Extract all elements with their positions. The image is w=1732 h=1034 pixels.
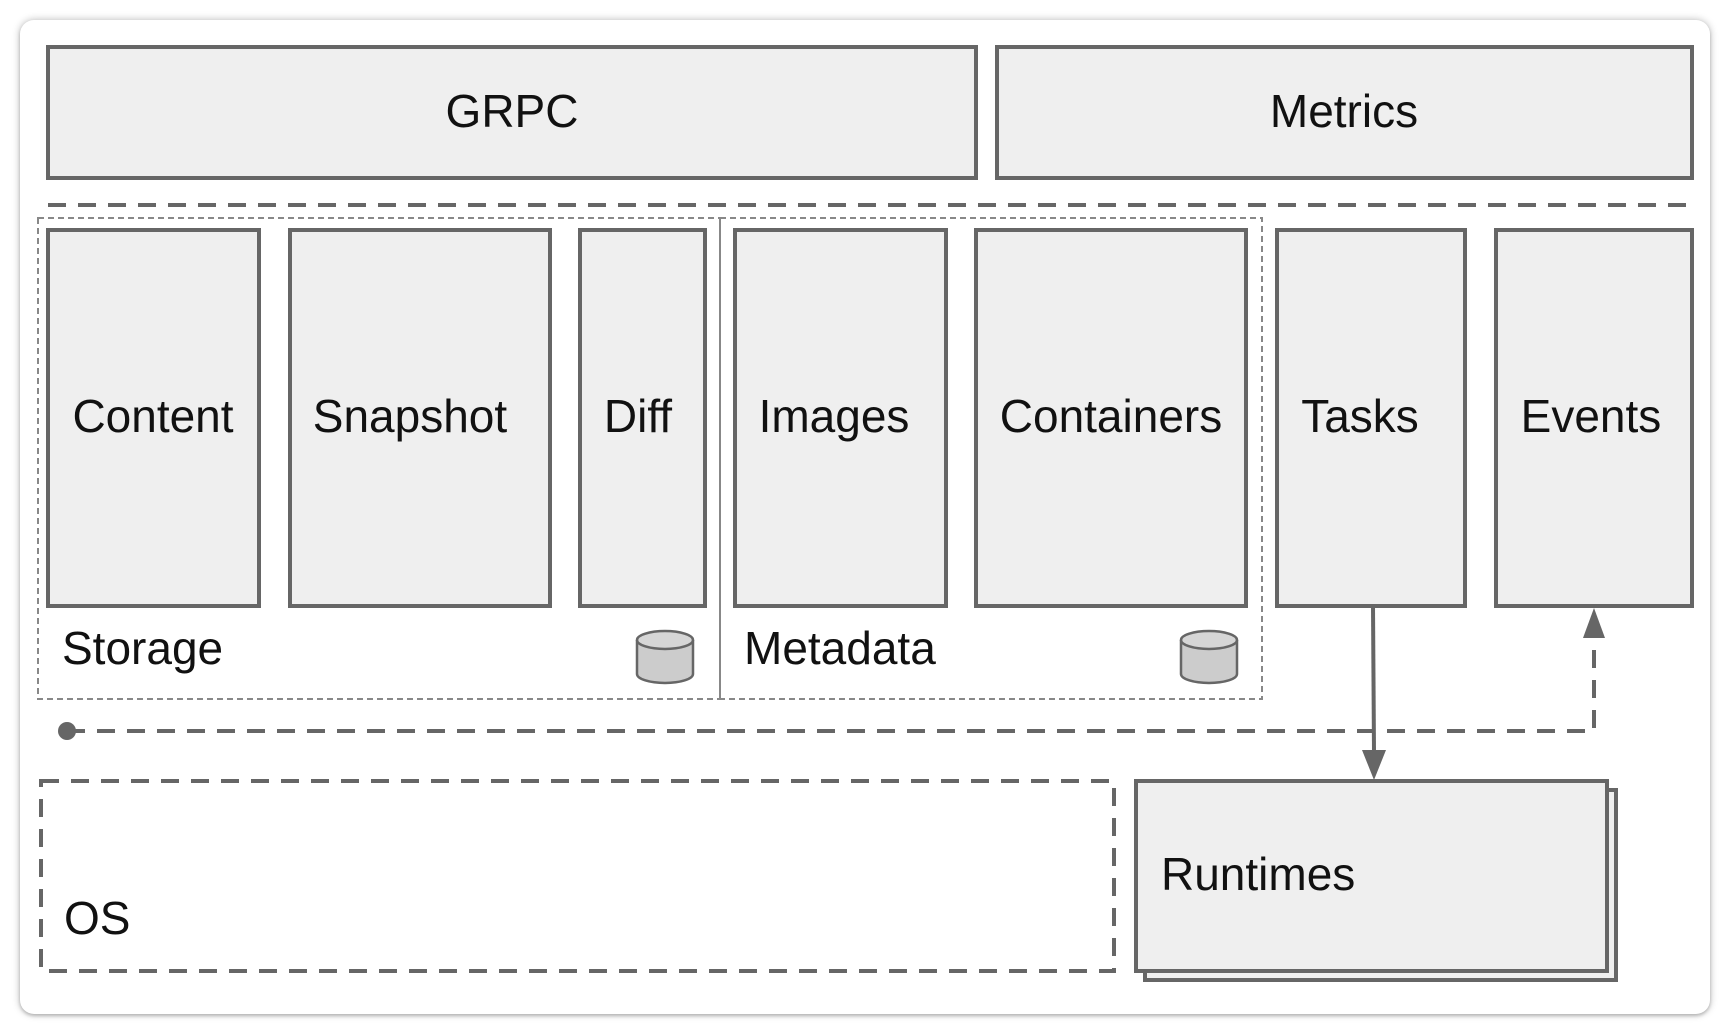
content-label: Content <box>72 390 233 442</box>
images-box: Images <box>733 228 948 608</box>
runtimes-label: Runtimes <box>1161 848 1355 900</box>
content-box: Content <box>46 228 261 608</box>
database-icon <box>635 629 695 685</box>
images-label: Images <box>759 390 910 442</box>
diff-label: Diff <box>604 390 672 442</box>
runtimes-arrowhead <box>1362 750 1386 780</box>
events-label: Events <box>1521 390 1662 442</box>
storage-label: Storage <box>62 622 223 674</box>
database-icon <box>1179 629 1239 685</box>
runtimes-box: Runtimes <box>1134 779 1618 982</box>
snapshot-label: Snapshot <box>313 390 508 442</box>
grpc-label: GRPC <box>446 85 579 137</box>
event-bus-line <box>67 612 1596 733</box>
tasks-label: Tasks <box>1301 390 1419 442</box>
tasks-runtimes-line <box>1371 605 1376 753</box>
events-box: Events <box>1494 228 1694 608</box>
containers-box: Containers <box>974 228 1248 608</box>
events-arrowhead <box>1583 608 1605 638</box>
os-label: OS <box>64 892 130 944</box>
os-box: OS <box>39 779 1116 973</box>
containers-label: Containers <box>1000 390 1222 442</box>
grpc-box: GRPC <box>46 45 978 180</box>
tasks-box: Tasks <box>1275 228 1467 608</box>
diff-box: Diff <box>578 228 707 608</box>
metrics-label: Metrics <box>1270 85 1418 137</box>
snapshot-box: Snapshot <box>288 228 552 608</box>
metrics-box: Metrics <box>995 45 1694 180</box>
metadata-label: Metadata <box>744 622 936 674</box>
